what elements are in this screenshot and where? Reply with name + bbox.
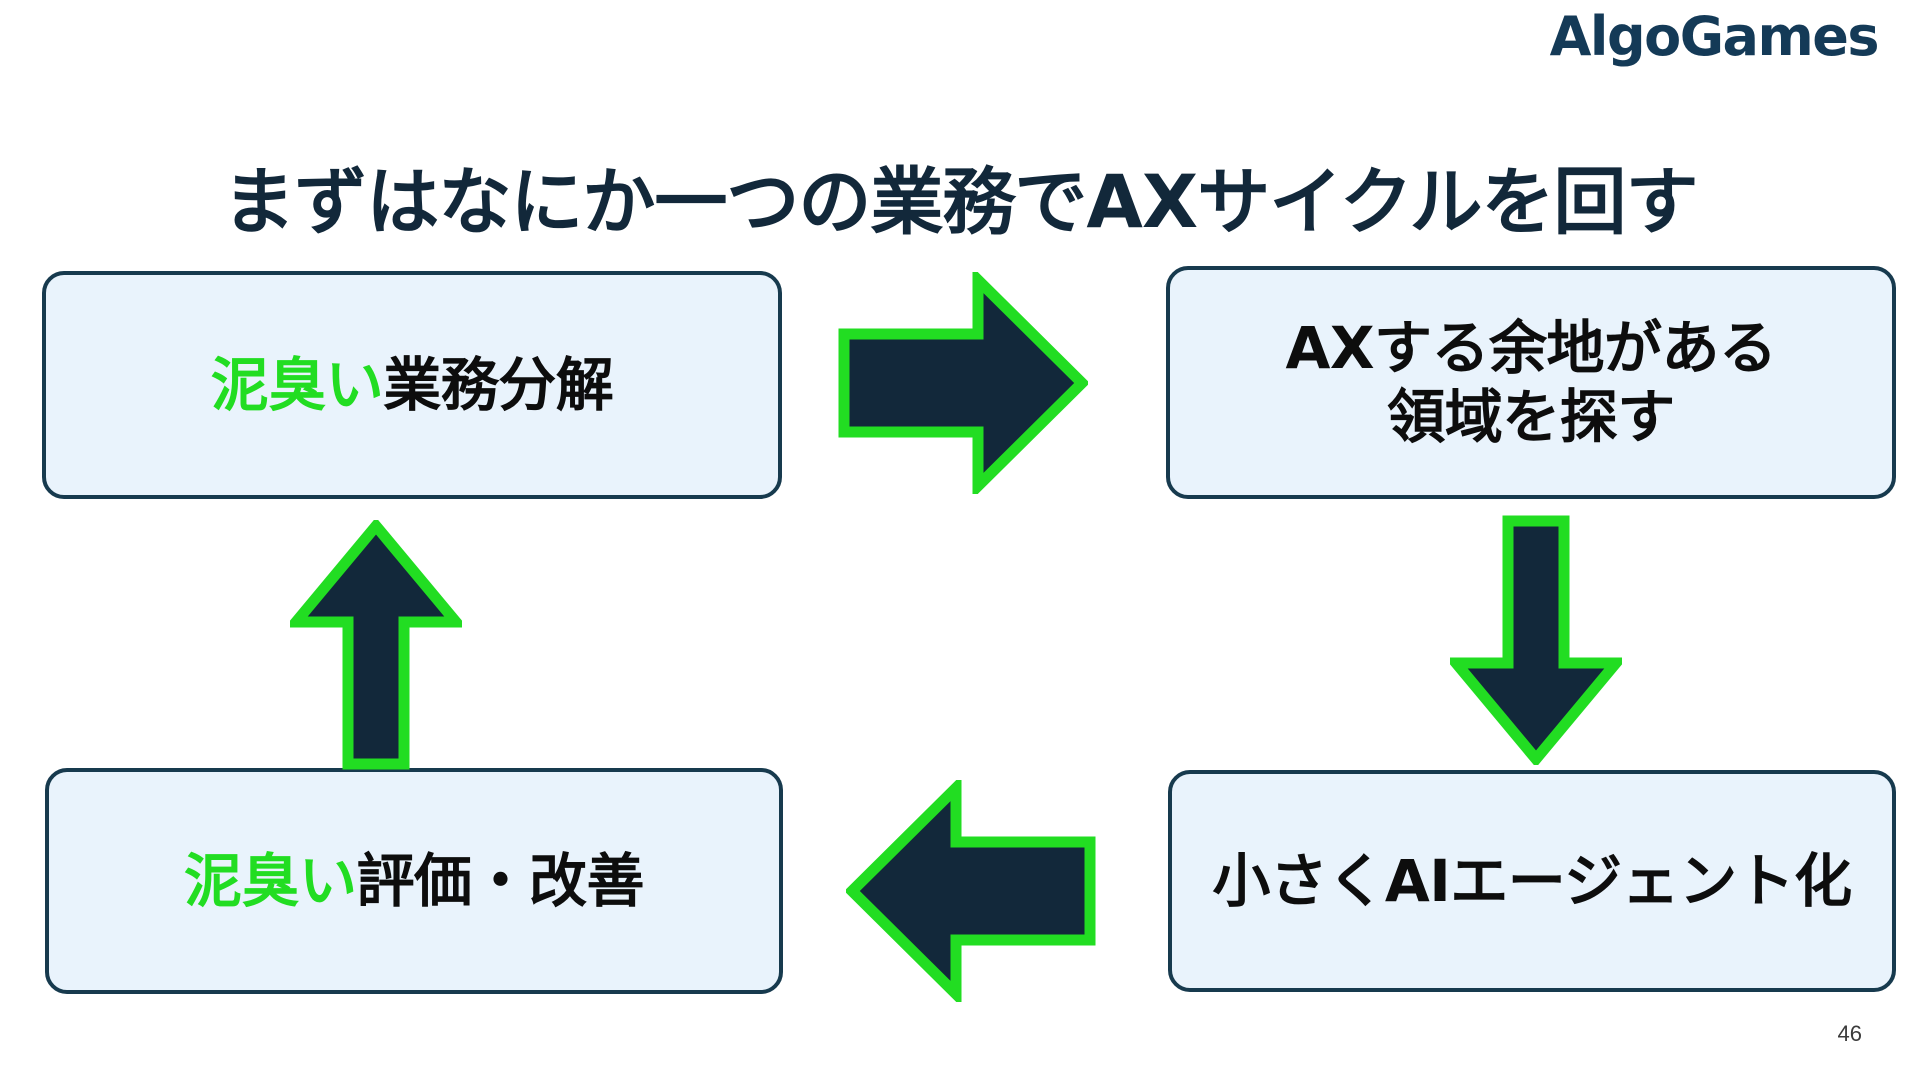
algogames-logo: AlgoGames	[1549, 5, 1880, 68]
cycle-box-decompose-rest: 業務分解	[383, 350, 614, 419]
arrow-up-icon	[290, 520, 462, 770]
cycle-box-find-area[interactable]: AXする余地がある 領域を探す	[1166, 266, 1896, 499]
cycle-box-agentize-text: 小さくAIエージェント化	[1212, 846, 1852, 915]
cycle-box-decompose-text: 泥臭い業務分解	[211, 351, 614, 419]
page-number: 46	[1837, 1021, 1862, 1046]
cycle-box-evaluate-accent: 泥臭い	[183, 846, 357, 915]
page-title: まずはなにか一つの業務でAXサイクルを回す	[222, 159, 1698, 245]
cycle-box-evaluate-rest: 評価・改善	[356, 846, 645, 915]
cycle-box-find-area-line1: AXする余地がある	[1285, 314, 1777, 383]
cycle-box-decompose-accent: 泥臭い	[210, 350, 384, 419]
cycle-box-find-area-text: AXする余地がある 領域を探す	[1285, 314, 1777, 451]
cycle-box-decompose[interactable]: 泥臭い業務分解	[42, 271, 782, 499]
arrow-left-icon	[846, 780, 1096, 1002]
cycle-box-evaluate-text: 泥臭い評価・改善	[183, 846, 645, 915]
arrow-down-icon	[1450, 515, 1622, 765]
cycle-box-agentize[interactable]: 小さくAIエージェント化	[1168, 770, 1896, 992]
cycle-box-find-area-line2: 領域を探す	[1387, 382, 1675, 451]
arrow-right-icon	[838, 272, 1088, 494]
cycle-box-evaluate[interactable]: 泥臭い評価・改善	[45, 768, 783, 994]
